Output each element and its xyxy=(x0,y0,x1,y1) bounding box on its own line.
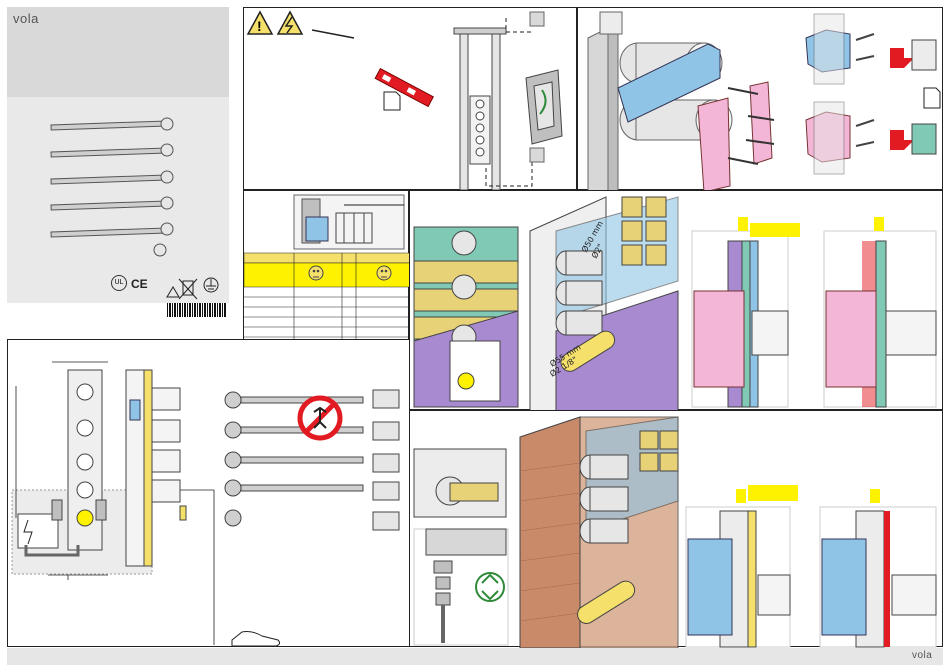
safety-illustration: ! xyxy=(244,8,578,191)
svg-text:!: ! xyxy=(257,18,262,34)
shoe-icon xyxy=(232,632,280,647)
document-icon xyxy=(384,92,400,110)
pipe-panel-bottom xyxy=(409,410,943,647)
warning-icon xyxy=(167,287,179,297)
mounting-panel xyxy=(577,7,943,190)
mounting-illustration xyxy=(578,8,944,191)
brand-logo-bottom: vola xyxy=(912,650,932,661)
pipe-panel-top: Ø50 mm Ø2" Ø55 mm Ø2 1/8" xyxy=(409,190,943,410)
weee-bin-icon xyxy=(179,279,197,299)
cover-panel: vola UL CE xyxy=(7,7,229,303)
safety-marks xyxy=(7,7,229,303)
document-icon xyxy=(924,88,940,108)
pipe-illustration-bottom xyxy=(410,411,944,648)
sad-face-icon xyxy=(377,266,391,280)
sad-face-icon xyxy=(309,266,323,280)
recycle-icon xyxy=(476,573,504,601)
barcode xyxy=(167,303,227,317)
wall-table-illustration xyxy=(244,191,410,353)
dimension-illustration xyxy=(8,340,411,648)
pipe-illustration-top: Ø50 mm Ø2" Ø55 mm Ø2 1/8" xyxy=(410,191,944,411)
electric-hazard-icon xyxy=(278,12,302,34)
wall-table-panel xyxy=(243,190,409,352)
no-climb-icon xyxy=(300,398,340,438)
dimension-panel xyxy=(7,339,410,647)
warning-icon: ! xyxy=(248,12,272,34)
footer-bar xyxy=(7,648,943,665)
safety-panel: ! xyxy=(243,7,577,190)
ground-icon xyxy=(204,278,218,292)
